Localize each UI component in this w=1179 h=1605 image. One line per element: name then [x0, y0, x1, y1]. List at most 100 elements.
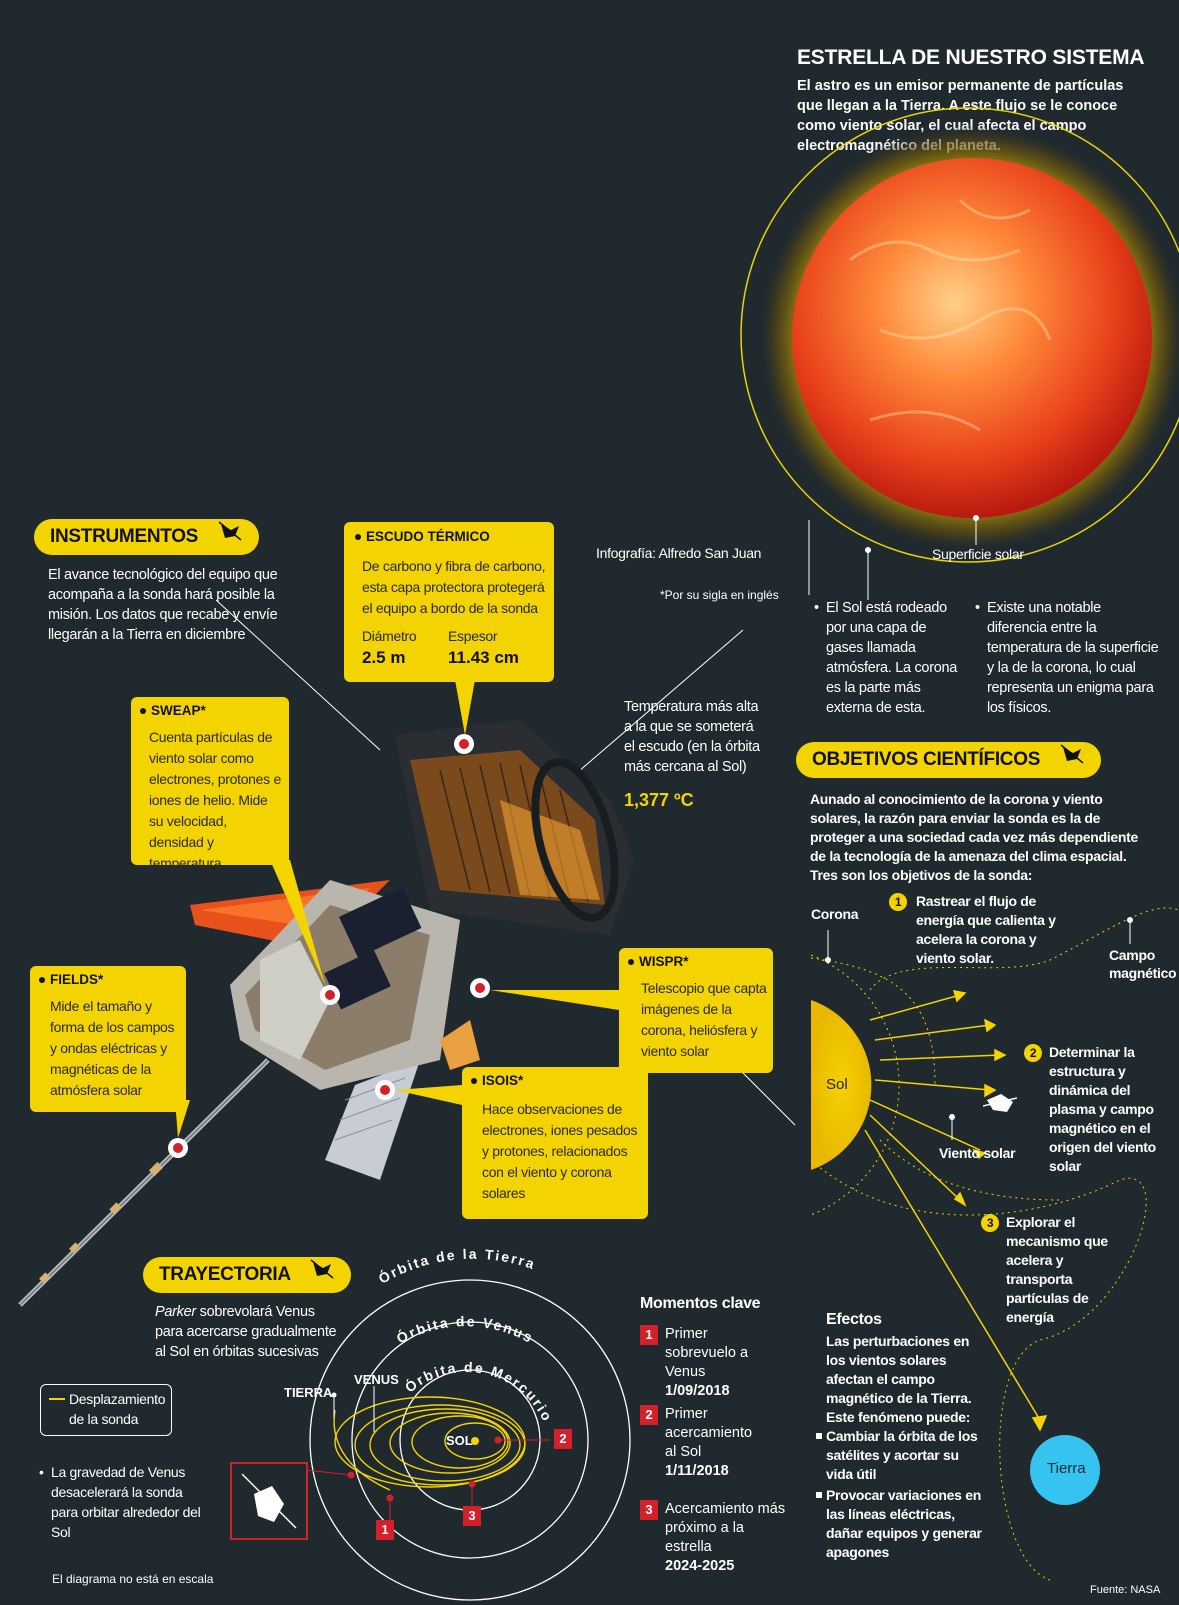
isois-label: ISOIS* [464, 1069, 534, 1093]
orbit-mercury-label: Órbita de Mercurio [401, 1359, 554, 1425]
trayectoria-label: TRAYECTORIA [159, 1264, 291, 1286]
sun-image [792, 158, 1152, 518]
wispr-label: WISPR* [621, 950, 699, 974]
instrumentos-heading: INSTRUMENTOS [34, 519, 260, 555]
sun-fact-2: Existe una notable diferencia entre la t… [975, 598, 1162, 718]
parker-probe-illustration [18, 720, 635, 1307]
efectos-text: Las perturbaciones en los vientos solare… [826, 1333, 972, 1425]
objective-1-number: 1 [889, 893, 907, 911]
moment-2-date: 1/11/2018 [665, 1463, 729, 1479]
objective-2-number: 2 [1024, 1044, 1042, 1062]
efectos-item-2: Provocar variaciones en las líneas eléct… [816, 1486, 986, 1562]
wispr-card: WISPR* Telescopio que capta imágenes de … [619, 948, 773, 1073]
thickness-label: Espesor [448, 628, 498, 644]
probe-icon [217, 519, 243, 555]
moment-1: 1 Primer sobrevuelo a Venus 1/09/2018 [640, 1325, 780, 1401]
thickness-value: 11.43 cm [448, 648, 519, 667]
moment-2-text: Primer acercamiento al Sol [665, 1406, 753, 1460]
corona-label: Corona [811, 906, 859, 922]
moment-1-number: 1 [640, 1325, 658, 1345]
moment-3-text: Acercamiento más próximo a la estrella [665, 1501, 786, 1555]
sun-orbit-tag: SOL [446, 1433, 473, 1448]
sun-fact-1: El Sol está rodeado por una capa de gase… [814, 598, 966, 718]
fields-text: Mide el tamaño y forma de los campos y o… [50, 998, 175, 1098]
sweap-label: SWEAP* [133, 699, 216, 723]
venus-note: La gravedad de Venus desacelerará la son… [39, 1462, 201, 1542]
temperature-text: Temperatura más alta a la que se someter… [624, 699, 760, 775]
marker-2: 2 [554, 1429, 572, 1449]
earth-label: Tierra [1047, 1460, 1086, 1477]
escudo-card: ESCUDO TÉRMICO De carbono y fibra de car… [344, 522, 554, 682]
marker-3: 3 [463, 1506, 481, 1526]
parker-name: Parker [155, 1304, 196, 1320]
objective-2-text: Determinar la estructura y dinámica del … [1049, 1044, 1156, 1174]
sun-orbit-ring [740, 107, 1179, 563]
magnetic-field-label: Campo magnético [1109, 947, 1177, 981]
instrumentos-label: INSTRUMENTOS [50, 526, 199, 548]
sun-label: Sol [826, 1076, 848, 1093]
objective-1: 1 Rastrear el flujo de energía que calie… [889, 892, 1070, 968]
moment-1-text: Primer sobrevuelo a Venus [665, 1326, 749, 1380]
fields-card: FIELDS* Mide el tamaño y forma de los ca… [30, 966, 186, 1112]
moment-1-date: 1/09/2018 [665, 1383, 730, 1399]
source: Fuente: NASA [1090, 1584, 1161, 1596]
moment-2: 2 Primer acercamiento al Sol 1/11/2018 [640, 1405, 770, 1481]
efectos-block: Efectos Las perturbaciones en los viento… [816, 1310, 986, 1562]
objetivos-heading: OBJETIVOS CIENTÍFICOS [796, 742, 1102, 778]
diameter-label: Diámetro [362, 628, 417, 644]
sweap-text: Cuenta partículas de viento solar como e… [149, 729, 281, 871]
isois-card: ISOIS* Hace observaciones de electrones,… [462, 1067, 648, 1219]
instrument-markers [168, 734, 490, 1158]
sun-half-disc [811, 1000, 872, 1170]
moment-3-date: 2024-2025 [665, 1558, 735, 1574]
objective-1-text: Rastrear el flujo de energía que calient… [916, 893, 1056, 966]
fields-label: FIELDS* [32, 968, 114, 992]
momentos-title: Momentos clave [640, 1295, 761, 1312]
efectos-item-1-text: Cambiar la órbita de los satélites y aco… [826, 1428, 978, 1482]
objective-2: 2 Determinar la estructura y dinámica de… [1024, 1043, 1174, 1176]
moment-2-number: 2 [640, 1405, 658, 1425]
orbit-venus-label: Órbita de Venus [393, 1313, 534, 1346]
svg-text:Órbita de Mercurio: Órbita de Mercurio [401, 1359, 556, 1425]
sweap-card: SWEAP* Cuenta partículas de viento solar… [131, 697, 289, 871]
probe-icon [1059, 742, 1085, 778]
probe-icon [982, 1090, 1018, 1121]
escudo-label: ESCUDO TÉRMICO [348, 525, 500, 549]
efectos-item-1: Cambiar la órbita de los satélites y aco… [816, 1427, 986, 1484]
temperature-value: 1,377 ºC [624, 790, 694, 810]
credit: Infografía: Alfredo San Juan [596, 545, 762, 561]
legend-line [49, 1398, 65, 1400]
orbit-diagram [309, 1279, 631, 1601]
instrumentos-text: El avance tecnológico del equipo que aco… [48, 567, 278, 643]
probe-icon [309, 1257, 335, 1293]
objetivos-intro: Aunado al conocimiento de la corona y vi… [810, 791, 1138, 883]
scale-note: El diagrama no está en escala [52, 1572, 214, 1586]
sun-surface-label: Superficie solar [932, 546, 1024, 562]
trayectoria-heading: TRAYECTORIA [143, 1257, 352, 1293]
escudo-text: De carbono y fibra de carbono, esta capa… [362, 558, 546, 616]
isois-text: Hace observaciones de electrones, iones … [482, 1101, 638, 1201]
solar-wind-label: Viento solar [939, 1145, 1016, 1161]
efectos-item-2-text: Provocar variaciones en las líneas eléct… [826, 1487, 982, 1560]
objective-3-number: 3 [981, 1214, 999, 1232]
trayectoria-text-rest: sobrevolará Venus para acercarse gradual… [155, 1304, 337, 1360]
venus-tag: VENUS [354, 1372, 399, 1387]
diameter-value: 2.5 m [362, 648, 406, 667]
moment-3: 3 Acercamiento más próximo a la estrella… [640, 1500, 790, 1576]
page-title: ESTRELLA DE NUESTRO SISTEMA [797, 46, 1145, 69]
objective-3-text: Explorar el mecanismo que acelera y tran… [1006, 1214, 1108, 1325]
probe-inset [230, 1462, 308, 1540]
objective-3: 3 Explorar el mecanismo que acelera y tr… [981, 1213, 1131, 1327]
marker-1: 1 [376, 1520, 394, 1540]
efectos-title: Efectos [826, 1311, 882, 1328]
trayectoria-text: Parker sobrevolará Venus para acercarse … [155, 1302, 345, 1362]
earth-circle [1030, 1435, 1100, 1505]
earth-orbit-tag: TIERRA [284, 1385, 333, 1400]
acronym-note: *Por su sigla en inglés [660, 588, 779, 602]
legend-text: Desplazamiento de la sonda [69, 1391, 166, 1427]
svg-text:Órbita de Venus: Órbita de Venus [393, 1313, 536, 1346]
wispr-text: Telescopio que capta imágenes de la coro… [641, 980, 767, 1059]
legend-box: Desplazamiento de la sonda [40, 1384, 172, 1436]
moment-3-number: 3 [640, 1500, 658, 1520]
